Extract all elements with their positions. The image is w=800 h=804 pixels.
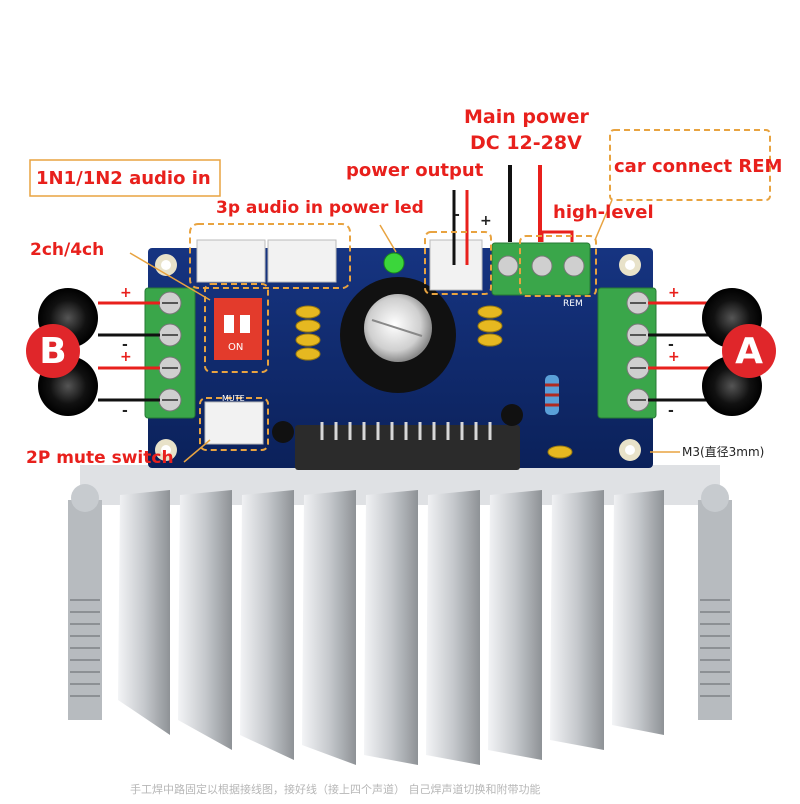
main-power-label: Main power (464, 106, 589, 128)
in1-connector (267, 239, 337, 283)
silk-in2: 1N2 (221, 227, 242, 238)
left-plus-1: + (120, 285, 132, 301)
audio-in-callout (189, 223, 351, 289)
mute-switch-label: 2P mute switch (26, 448, 174, 468)
rem-callout (609, 129, 771, 201)
three-p-audio-label: 3p audio in power led (216, 198, 424, 218)
right-minus-2: - (668, 403, 674, 419)
dip-switch (214, 298, 262, 360)
power-led (383, 252, 405, 274)
power-output-label: power output (346, 160, 484, 181)
silk-in1: 1N1 (293, 227, 314, 238)
left-speaker-terminal (144, 287, 196, 419)
left-minus-1: - (122, 337, 128, 353)
power-plus-sign: + (480, 213, 492, 229)
silk-on: ON (228, 342, 244, 353)
mute-callout (199, 397, 269, 451)
channel-b-badge: B (26, 324, 80, 378)
channel-mode-label: 2ch/4ch (30, 240, 105, 260)
left-plus-2: + (120, 349, 132, 365)
channel-a-badge: A (722, 324, 776, 378)
power-output-connector (429, 239, 483, 291)
mute-connector (204, 401, 264, 445)
right-minus-1: - (668, 337, 674, 353)
silk-mute: MUTE (222, 394, 245, 403)
right-speaker-terminal (597, 287, 657, 419)
high-level-callout (519, 235, 597, 297)
mount-hole-label: M3(直径3mm) (682, 445, 765, 459)
bottom-caption: 手工焊中路固定以根据接线图，接好线（接上四个声道） 自己焊声道切换和附带功能 (130, 783, 541, 796)
ceramic-capacitors (295, 305, 573, 459)
dip-switch-callout (204, 283, 269, 373)
audio-in-label: 1N1/1N2 audio in (36, 168, 211, 189)
main-power-voltage-label: DC 12-28V (470, 132, 582, 154)
silk-rem: REM (563, 299, 583, 309)
mounting-holes (155, 254, 641, 461)
car-connect-rem-label: car connect REM (614, 156, 783, 177)
high-level-label: high-level (553, 202, 654, 223)
left-minus-2: - (122, 403, 128, 419)
in2-connector (196, 239, 266, 283)
power-minus-sign: - (454, 207, 460, 223)
power-output-callout (424, 231, 492, 295)
heatsink-fins (68, 484, 732, 765)
right-plus-2: + (668, 349, 680, 365)
right-plus-1: + (668, 285, 680, 301)
